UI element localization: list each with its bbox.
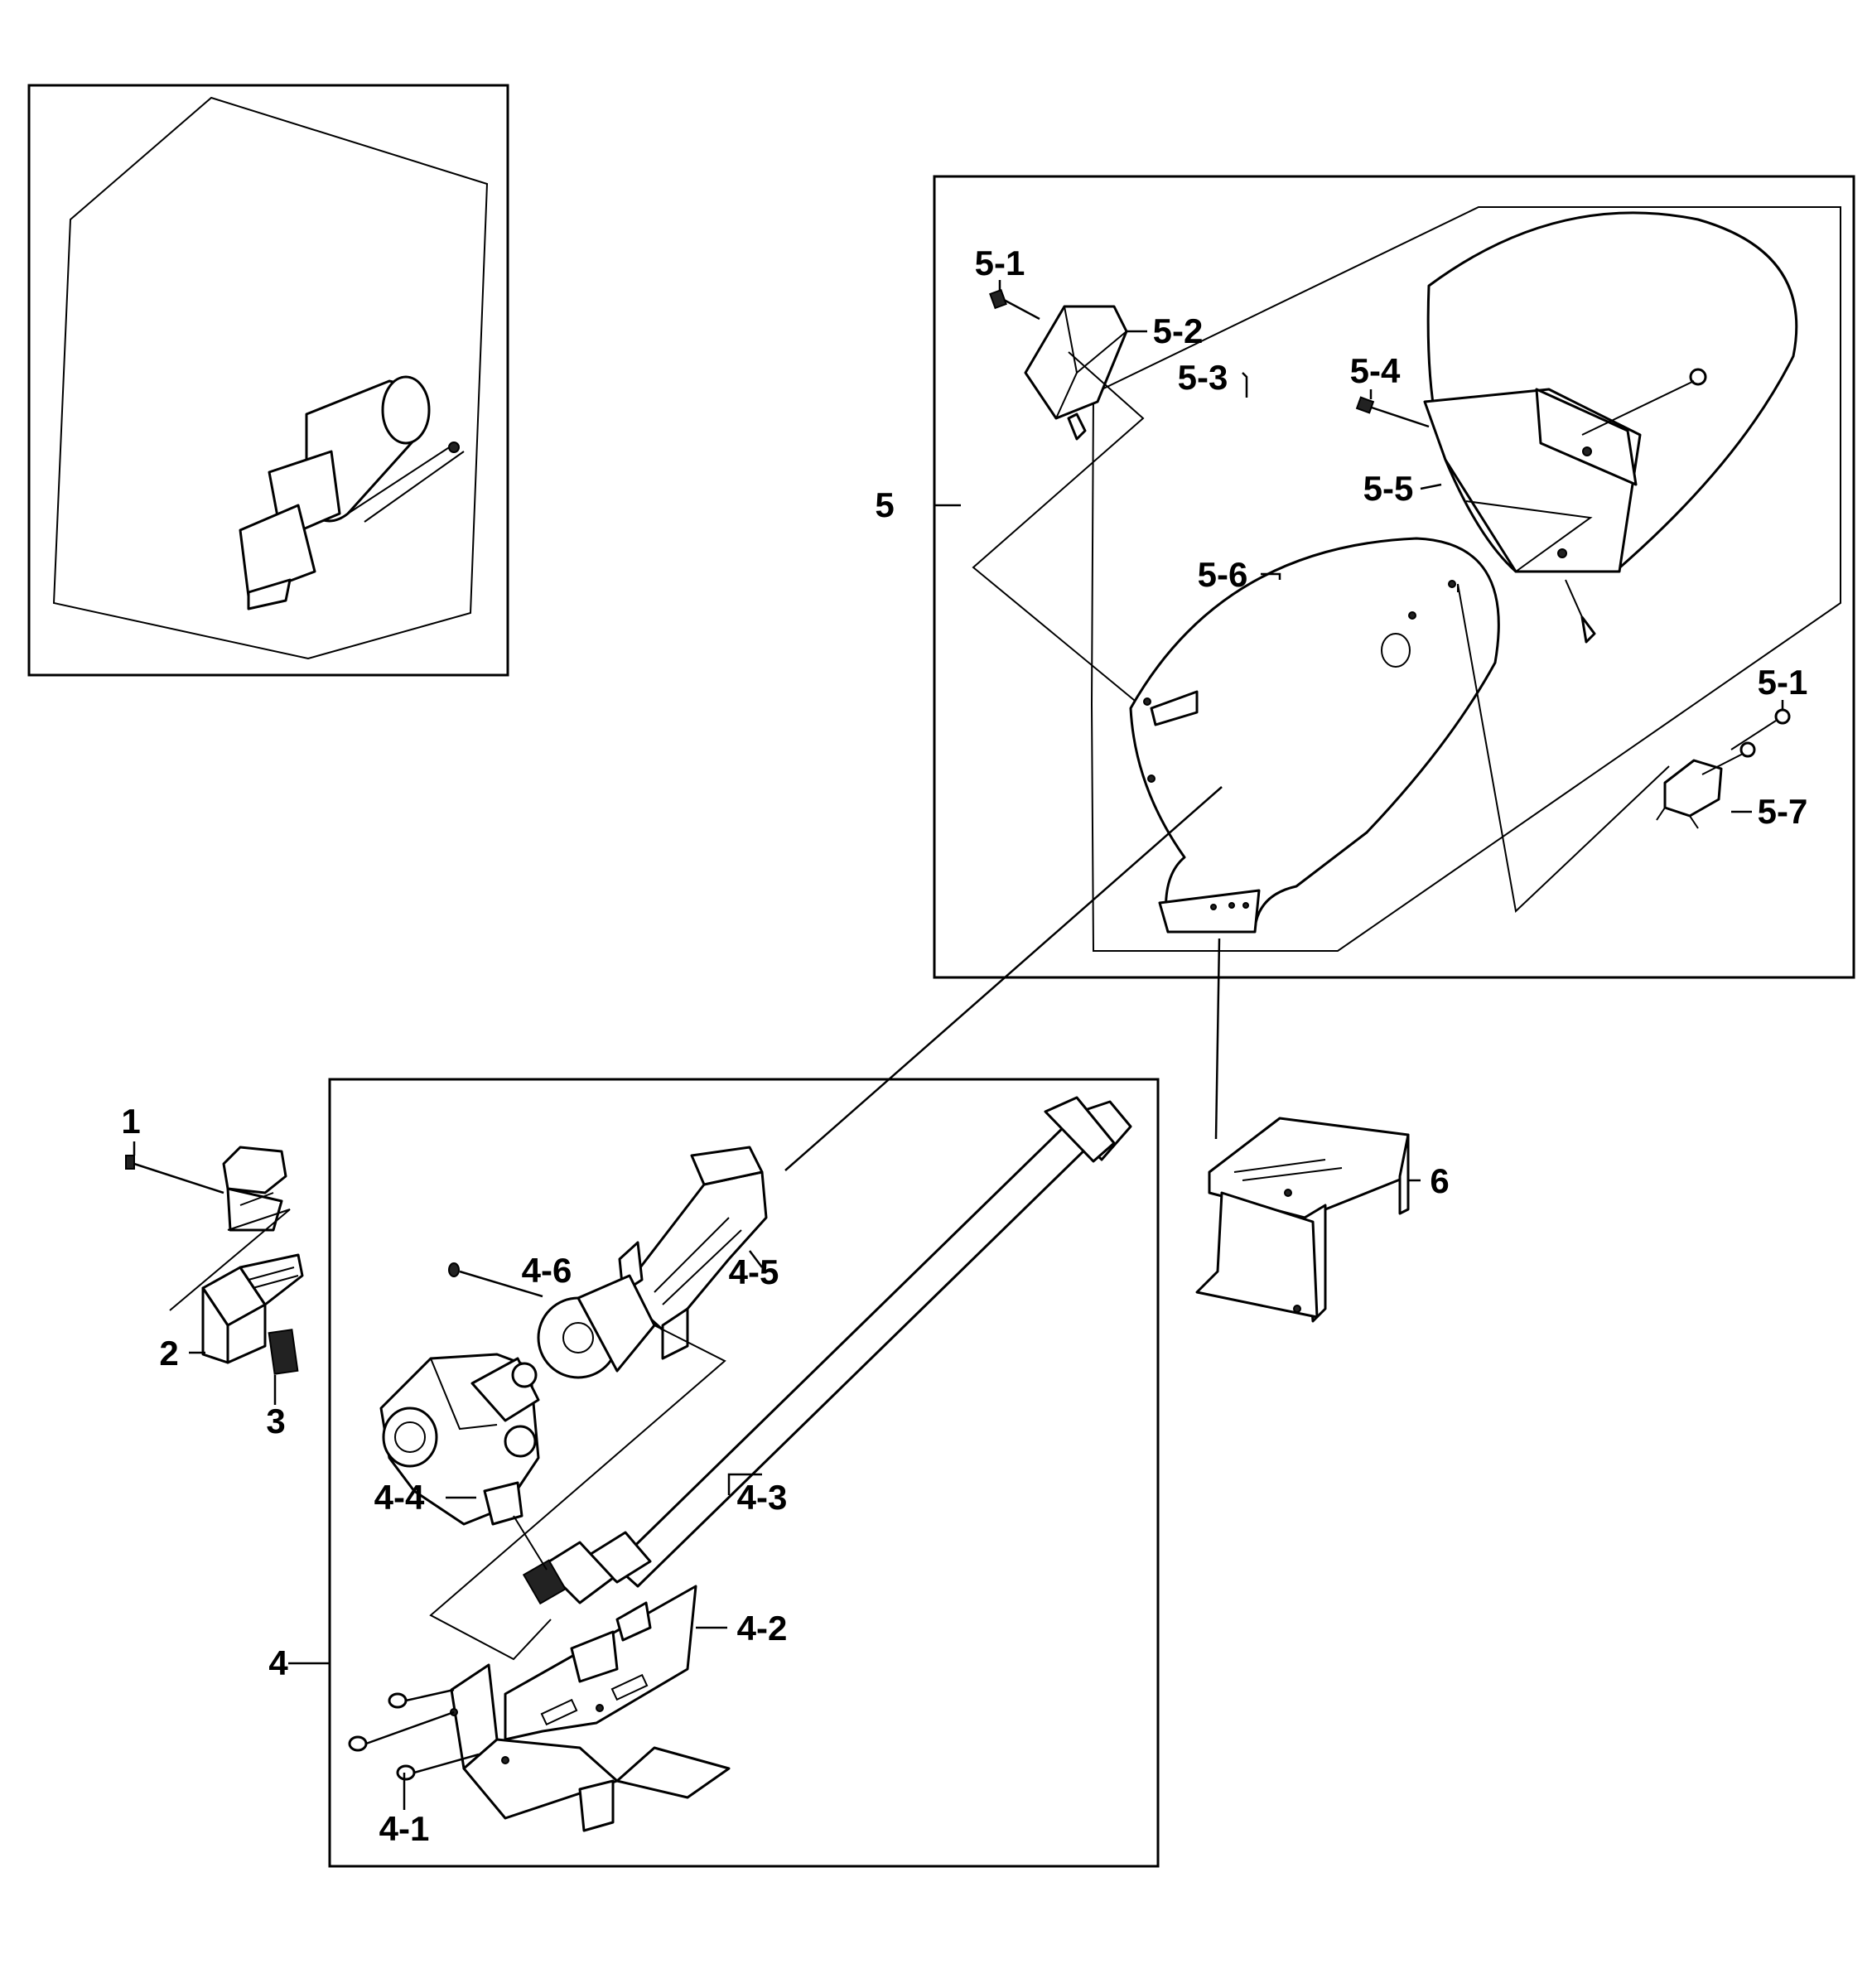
lower-shield-5-6 bbox=[1129, 537, 1500, 934]
leader-5-7 bbox=[1457, 583, 1670, 914]
leader-5-to-6 bbox=[1214, 938, 1221, 1140]
ignitor-bracket-1 bbox=[125, 1146, 291, 1311]
gas-valve-4-4 bbox=[379, 1353, 548, 1571]
screws-4-1 bbox=[348, 1688, 480, 1781]
screw-4-6 bbox=[448, 1262, 543, 1298]
label-5: 5 bbox=[875, 485, 894, 524]
label-4-6: 4-6 bbox=[522, 1251, 572, 1290]
overview-burner-assembly bbox=[239, 375, 465, 610]
label-5-1-top: 5-1 bbox=[975, 244, 1025, 282]
leader-5-2-to-5-6 bbox=[972, 351, 1145, 705]
label-5-3: 5-3 bbox=[1178, 358, 1228, 397]
screw-lower bbox=[1565, 579, 1596, 644]
label-2: 2 bbox=[159, 1334, 178, 1373]
label-4-2: 4-2 bbox=[737, 1609, 788, 1648]
callout-labels: 1 2 3 4 4-1 4-2 4-3 4-4 4-5 4-6 5 5-1 5-… bbox=[121, 244, 1807, 1848]
label-5-2: 5-2 bbox=[1153, 311, 1204, 350]
label-5-4: 5-4 bbox=[1350, 351, 1401, 390]
label-1: 1 bbox=[121, 1102, 140, 1141]
label-5-7: 5-7 bbox=[1758, 792, 1808, 831]
dryer-cabinet-outline bbox=[52, 96, 489, 660]
label-4: 4 bbox=[268, 1643, 288, 1682]
label-4-5: 4-5 bbox=[729, 1252, 779, 1291]
assembly-4-group bbox=[328, 1078, 1160, 1868]
label-3: 3 bbox=[266, 1402, 285, 1440]
screw-upper-right bbox=[1581, 368, 1707, 436]
assembly-5-frame bbox=[933, 175, 1855, 979]
overview-inset bbox=[27, 84, 509, 677]
ignitor-2 bbox=[201, 1253, 304, 1364]
assembly-4-frame bbox=[328, 1078, 1160, 1868]
screw-5-1-top bbox=[989, 288, 1040, 321]
screw-5-4 bbox=[1355, 396, 1430, 428]
callout-leaders bbox=[133, 280, 1784, 1810]
label-6: 6 bbox=[1430, 1161, 1449, 1200]
leader-4-5-to-4-2 bbox=[429, 1325, 726, 1661]
burner-4-5 bbox=[429, 1146, 768, 1661]
label-5-1-right: 5-1 bbox=[1758, 663, 1808, 702]
overview-inset-frame bbox=[27, 84, 509, 677]
label-4-1: 4-1 bbox=[379, 1809, 430, 1848]
upper-shield-5-5 bbox=[1423, 211, 1798, 573]
leader-1-to-2 bbox=[169, 1209, 291, 1311]
label-5-6: 5-6 bbox=[1198, 555, 1248, 594]
assembly-5-3-frame bbox=[1090, 206, 1841, 952]
leader-5-to-4-5 bbox=[784, 786, 1223, 1171]
label-4-3: 4-3 bbox=[737, 1478, 788, 1517]
assembly-5-group bbox=[933, 175, 1855, 979]
label-4-4: 4-4 bbox=[374, 1478, 425, 1517]
mounting-bracket-4-2 bbox=[450, 1585, 731, 1832]
bracket-6 bbox=[1195, 1117, 1410, 1323]
label-5-5: 5-5 bbox=[1363, 469, 1414, 508]
sensor-5-7 bbox=[1656, 708, 1791, 829]
ignitor-sensor-3 bbox=[268, 1329, 299, 1405]
burner-tube-4-3 bbox=[522, 1096, 1132, 1605]
bracket-5-2 bbox=[1024, 305, 1128, 441]
